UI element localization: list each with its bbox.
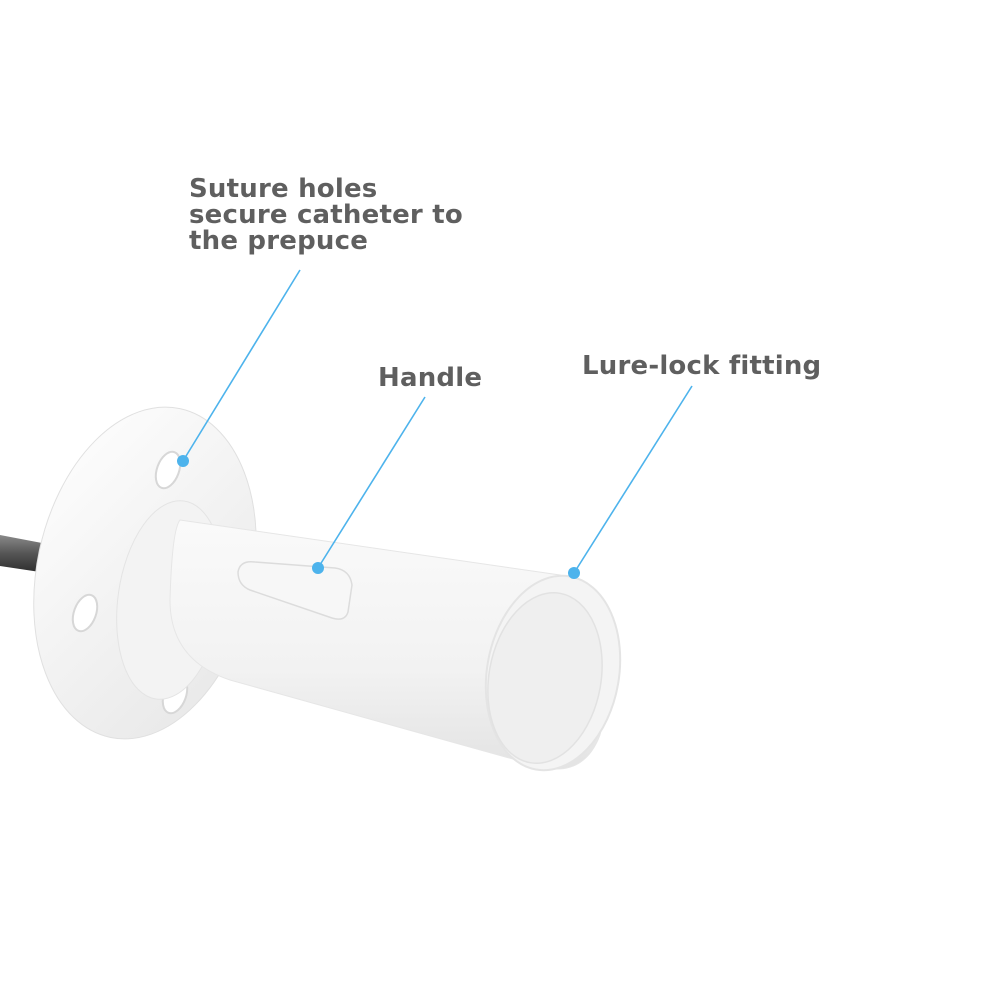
leader-line-lure — [573, 385, 693, 574]
leader-line-suture — [182, 269, 301, 462]
callout-line: Suture holes — [189, 174, 378, 204]
callout-label-handle: Handle — [378, 363, 483, 393]
callout-line: secure catheter to — [189, 200, 463, 230]
catheter-tube — [0, 535, 42, 572]
suture-hole-icon — [154, 450, 182, 490]
leader-line-handle — [317, 396, 426, 569]
callout-leaders — [177, 269, 693, 579]
callout-dot-icon — [177, 455, 189, 467]
callout-line: the prepuce — [189, 226, 369, 256]
callout-dot-icon — [568, 567, 580, 579]
handle-ridge — [237, 560, 353, 620]
callout-dot-icon — [312, 562, 324, 574]
suture-hole-icon — [71, 593, 99, 633]
callout-label-suture-holes: Suture holes secure catheter to the prep… — [189, 176, 509, 254]
callout-label-lure-lock: Lure-lock fitting — [582, 351, 822, 381]
hub-body — [169, 519, 622, 772]
